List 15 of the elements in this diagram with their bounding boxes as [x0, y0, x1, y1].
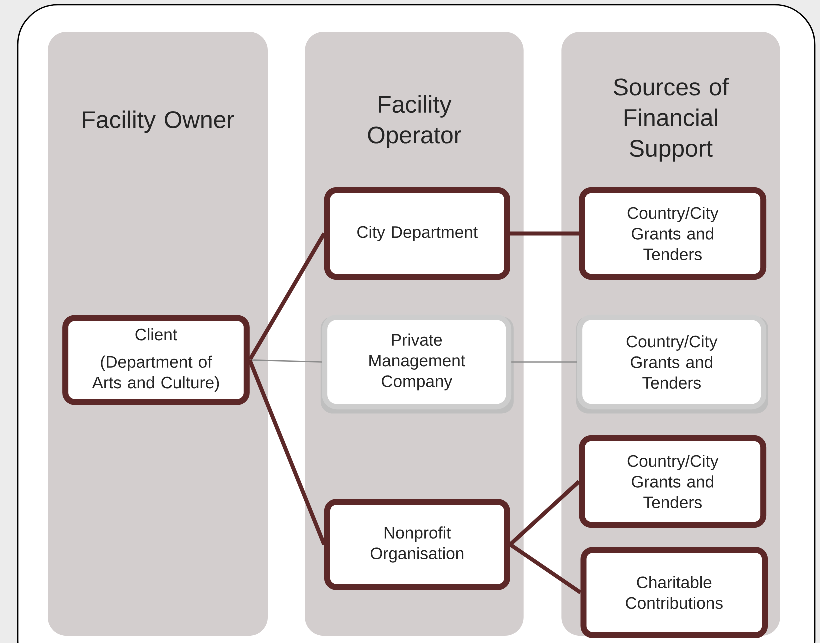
- process-box: Private Management Company: [320, 314, 514, 414]
- process-box: Country/City Grants and Tenders: [579, 187, 767, 280]
- process-box: Nonprofit Organisation: [324, 499, 510, 590]
- connector-line: [512, 362, 578, 363]
- connector-line: [248, 232, 326, 362]
- connector-line: [250, 360, 322, 363]
- process-box: City Department: [324, 187, 510, 280]
- process-box: Charitable Contributions: [580, 547, 768, 638]
- connector-line: [509, 543, 582, 594]
- process-box: Client (Department of Arts and Culture): [62, 315, 250, 406]
- process-box: Country/City Grants and Tenders: [579, 435, 767, 528]
- connector-line: [510, 232, 580, 236]
- connector-line: [248, 360, 326, 546]
- connector-line: [509, 480, 581, 546]
- process-box: Country/City Grants and Tenders: [576, 314, 768, 414]
